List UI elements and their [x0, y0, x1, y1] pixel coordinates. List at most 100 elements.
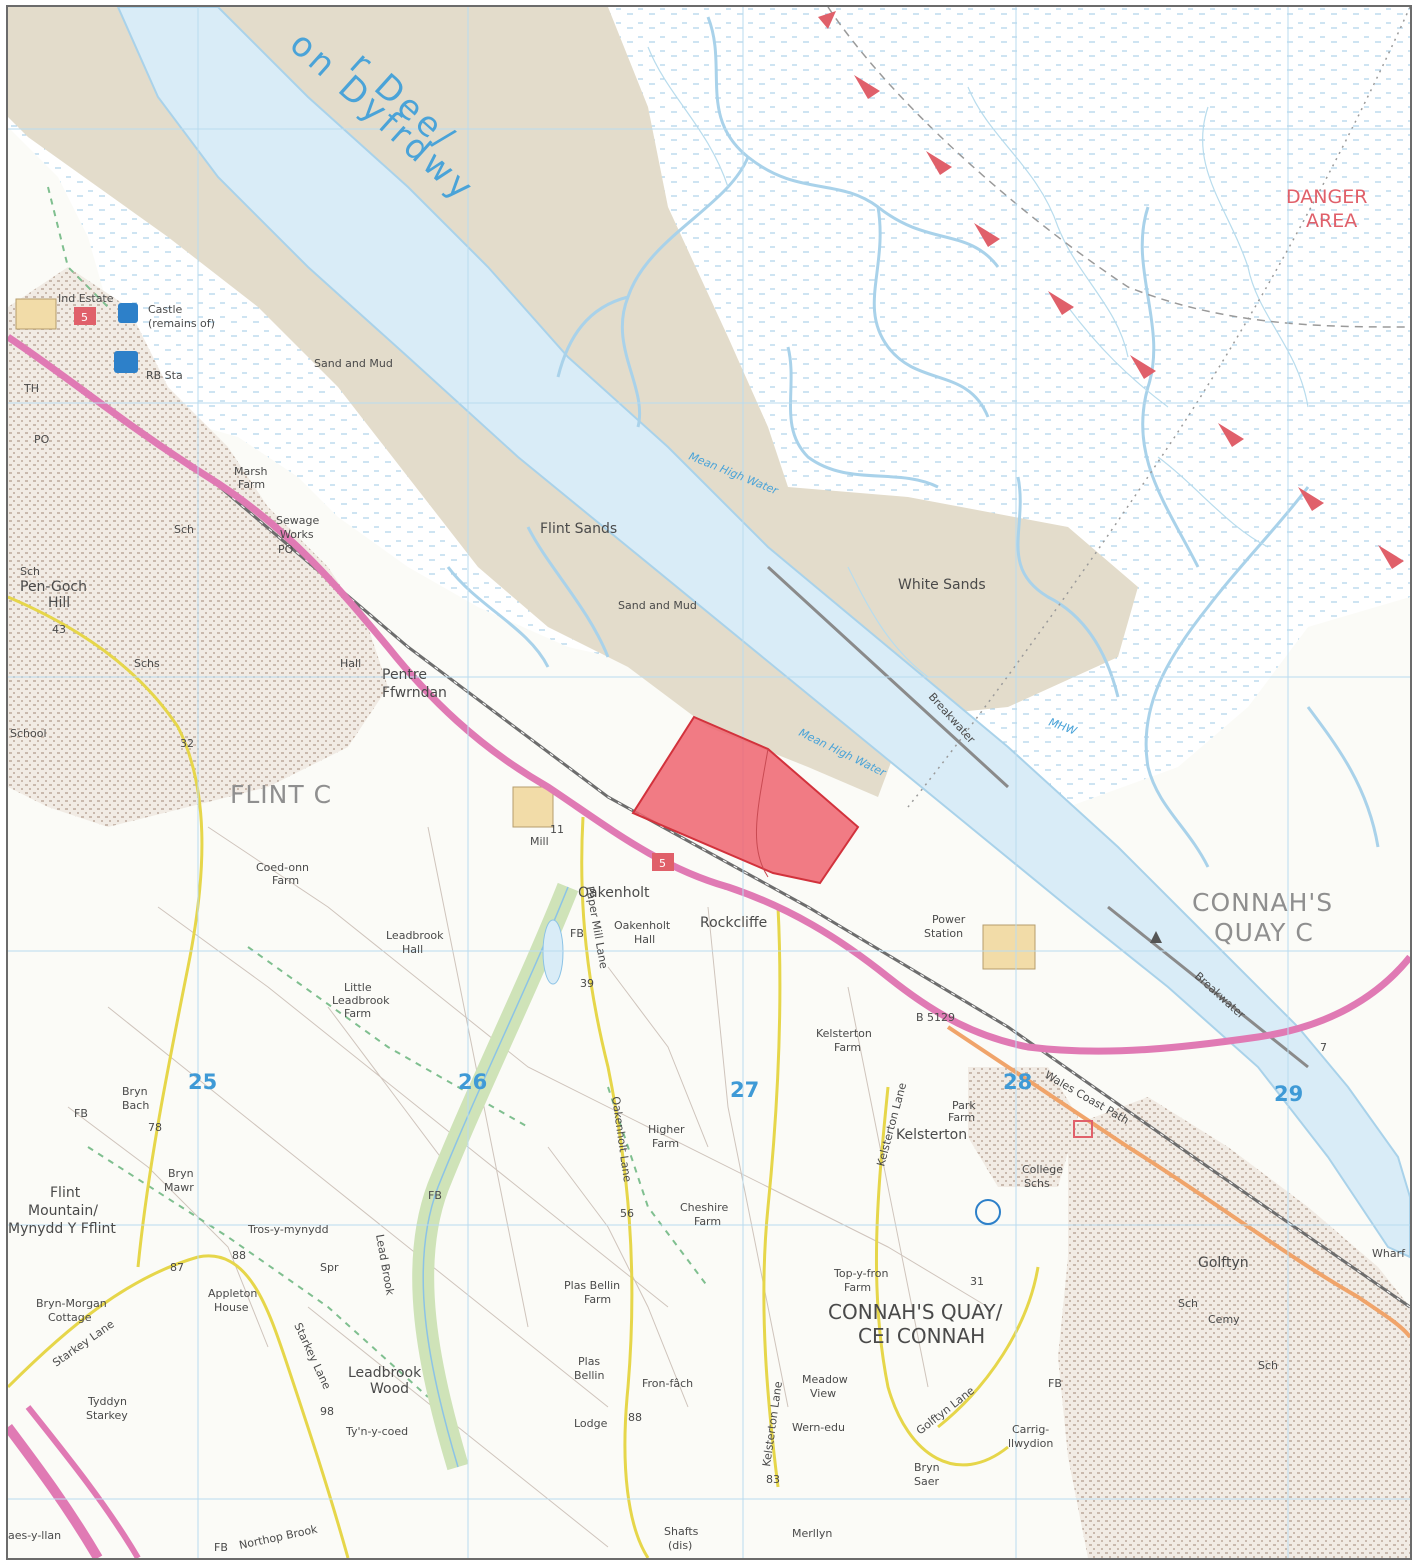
tidal-creeks [446, 16, 1380, 868]
fb-label-3: FB [428, 1189, 442, 1202]
road-shield-2 [652, 853, 674, 871]
cheshire-farm-label-1: Cheshire [680, 1201, 728, 1214]
a548-road [8, 334, 1410, 1055]
bryn-mawr-label-1: Bryn [168, 1167, 194, 1180]
flint-c-label: FLINT C [230, 780, 332, 809]
little-leadbrook-label-1: Little [344, 981, 372, 994]
leadbrook-wood-label-2: Wood [370, 1381, 409, 1397]
bryn-bach-label-2: Bach [122, 1099, 149, 1112]
kelsterton-farm-label-1: Kelsterton [816, 1027, 872, 1040]
higher-farm-label-1: Higher [648, 1123, 685, 1136]
spot-height-7: 7 [1320, 1041, 1327, 1054]
shafts-label-2: (dis) [668, 1539, 692, 1552]
danger-label-2: AREA [1306, 210, 1357, 232]
schs-label-1: Schs [134, 657, 160, 670]
sand-mud-label-1: Sand and Mud [314, 357, 393, 370]
power-station [982, 924, 1036, 970]
parking-symbol[interactable] [114, 351, 138, 373]
sch-label-3: Sch [1178, 1297, 1198, 1310]
spot-height-88b: 88 [628, 1411, 642, 1424]
top-y-fron-label-2: Farm [844, 1281, 871, 1294]
grid-number-25: 25 [188, 1070, 217, 1094]
merllyn-label: Merllyn [792, 1527, 832, 1540]
th-label: TH [23, 382, 39, 395]
spot-height-88a: 88 [232, 1249, 246, 1262]
grid-number-28: 28 [1003, 1070, 1032, 1094]
grid-number-26: 26 [458, 1070, 487, 1094]
minor-roads [8, 595, 1040, 1558]
higher-farm-label-2: Farm [652, 1137, 679, 1150]
hospital-symbol [1073, 1120, 1093, 1138]
road-shield-1 [74, 307, 96, 325]
flint-mountain-label-1: Flint [50, 1185, 81, 1201]
sewage-label-1: Sewage [276, 514, 319, 527]
castle-symbol[interactable] [118, 303, 138, 323]
hall-label: Hall [340, 657, 361, 670]
road-number-2: 5 [659, 857, 666, 870]
spot-height-43: 43 [52, 623, 66, 636]
power-station-label-1: Power [932, 913, 966, 926]
b5129-road [946, 1025, 1410, 1339]
breakwater-south [1107, 905, 1309, 1069]
pentre-label-1: Pentre [382, 667, 427, 683]
danger-markers [818, 11, 1404, 569]
bryn-saer-label-1: Bryn [914, 1461, 940, 1474]
flint-sands-label: Flint Sands [540, 521, 617, 537]
windmill-symbol[interactable] [975, 1199, 1001, 1225]
spot-height-98: 98 [320, 1405, 334, 1418]
pentre-label-2: Ffwrndan [382, 685, 447, 701]
connahs-quay-c-label-2: QUAY C [1214, 918, 1314, 947]
white-sands-label: White Sands [898, 577, 986, 593]
pen-goch-label-1: Pen-Goch [20, 579, 87, 595]
plas-bellin-label-2: Bellin [574, 1369, 604, 1382]
creek-fine-lines [647, 46, 1309, 678]
spot-height-56: 56 [620, 1207, 634, 1220]
site-internal-track [755, 748, 769, 878]
kelsterton-label: Kelsterton [896, 1127, 967, 1143]
school-label: School [10, 727, 47, 740]
cemy-label: Cemy [1208, 1313, 1240, 1326]
flint-mountain-label-3: Mynydd Y Fflint [8, 1221, 116, 1237]
sch-label-4: Sch [1258, 1359, 1278, 1372]
castle-label-1: Castle [148, 303, 183, 316]
castle-label-2: (remains of) [148, 317, 215, 330]
connahs-quay-c-label-1: CONNAH'S [1192, 888, 1333, 917]
sch-label-2: Sch [20, 565, 40, 578]
a55-road-2 [25, 1405, 141, 1558]
connahs-quay-town-label-1: CONNAH'S QUAY/ [828, 1300, 1003, 1324]
po-label-2: PO [278, 543, 294, 556]
oakenholt-label: Oakenholt [578, 885, 650, 901]
marsh-farm-label-1: Marsh [234, 465, 267, 478]
kelsterton-farm-label-2: Farm [834, 1041, 861, 1054]
golftyn-label: Golftyn [1198, 1255, 1249, 1271]
danger-label-1: DANGER [1286, 186, 1367, 208]
rb-sta-label: RB Sta [146, 369, 183, 382]
fb-label-2: FB [74, 1107, 88, 1120]
leadbrook-hall-label-2: Hall [402, 943, 423, 956]
spot-height-78: 78 [148, 1121, 162, 1134]
college-label-2: Schs [1024, 1177, 1050, 1190]
carrig-label-1: Carrig- [1012, 1423, 1049, 1436]
bryn-bach-label-1: Bryn [122, 1085, 148, 1098]
map-frame: 25 26 27 28 29 r Dee/ on Dyfrdwy Sand an… [6, 5, 1412, 1560]
leadbrook-wood-label-1: Leadbrook [348, 1365, 422, 1381]
industrial-block [15, 298, 57, 330]
bryn-morgan-label-2: Cottage [48, 1311, 92, 1324]
trig-point-icon [1150, 931, 1162, 943]
little-leadbrook-label-2: Leadbrook [332, 994, 390, 1007]
wern-edu-label: Wern-edu [792, 1421, 845, 1434]
grid-number-29: 29 [1274, 1082, 1303, 1106]
spot-height-39: 39 [580, 977, 594, 990]
bryn-mawr-label-2: Mawr [164, 1181, 194, 1194]
po-label-1: PO [34, 433, 50, 446]
b5129-label: B 5129 [916, 1011, 955, 1024]
top-y-fron-label-1: Top-y-fron [833, 1267, 889, 1280]
park-farm-label-1: Park [952, 1099, 976, 1112]
tyddyn-starkey-label-1: Tyddyn [87, 1395, 127, 1408]
oakenholt-hall-label-2: Hall [634, 933, 655, 946]
marsh-farm-label-2: Farm [238, 478, 265, 491]
fb-label-5: FB [214, 1541, 228, 1554]
sewage-label-2: Works [280, 528, 314, 541]
fron-fach-label: Fron-fâch [642, 1377, 693, 1390]
map-canvas[interactable]: 25 26 27 28 29 r Dee/ on Dyfrdwy Sand an… [8, 7, 1410, 1558]
